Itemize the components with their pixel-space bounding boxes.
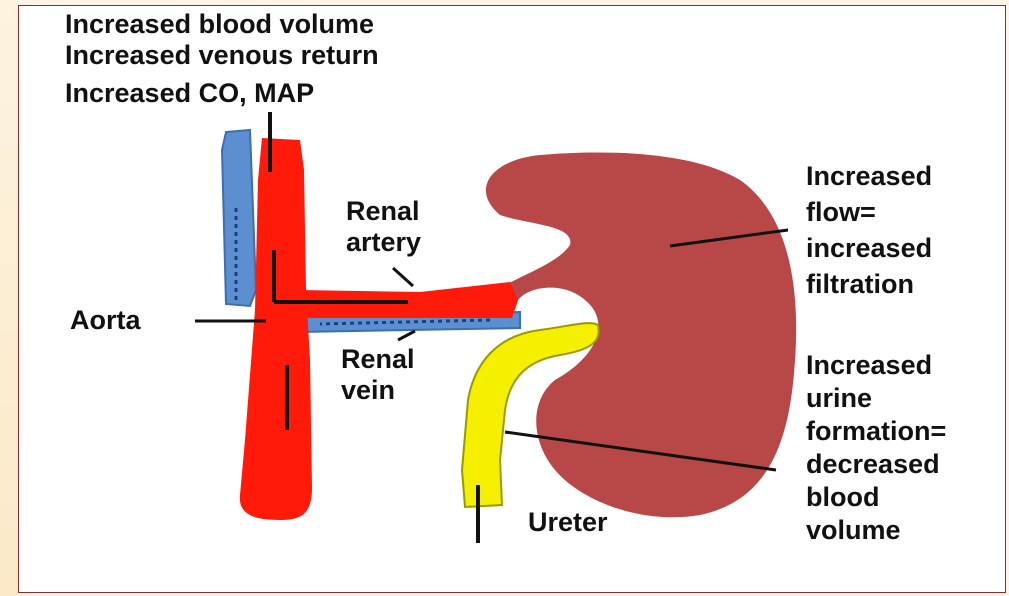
ureter-label: Ureter — [528, 507, 608, 538]
vena-cava — [222, 130, 256, 306]
caption-line-1: Increased blood volume — [65, 9, 379, 40]
kidney-note: Increased flow= increased filtration — [806, 158, 932, 302]
renal-artery-label: Renal artery — [346, 196, 421, 258]
aorta-label: Aorta — [70, 305, 141, 336]
renal-vein-pointer — [398, 331, 415, 340]
top-caption: Increased blood volume Increased venous … — [65, 9, 379, 109]
renal-artery-pointer — [393, 268, 413, 286]
caption-line-3: Increased CO, MAP — [65, 78, 379, 109]
urine-note: Increased urine formation= decreased blo… — [806, 349, 946, 547]
caption-line-2: Increased venous return — [65, 40, 379, 71]
renal-vein-label: Renal vein — [341, 344, 415, 406]
